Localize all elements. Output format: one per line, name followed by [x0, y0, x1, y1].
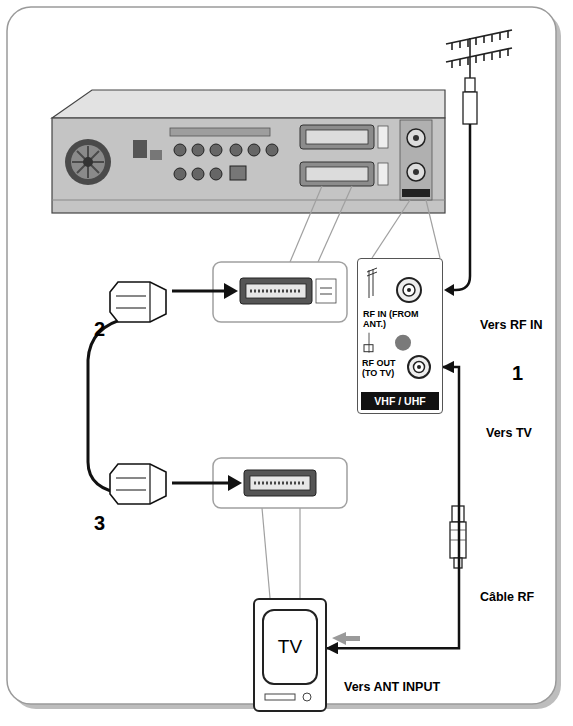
antenna-icon — [367, 268, 377, 298]
tv-control — [265, 694, 295, 700]
tv-control — [303, 693, 311, 701]
scart-socket-zoom — [213, 262, 347, 322]
tv-screen: TV — [262, 609, 318, 685]
port-label: RF OUT (TO TV) — [362, 358, 404, 379]
tv-set: TV — [253, 598, 327, 712]
recorder-back-panel — [52, 90, 445, 213]
tv-icon — [364, 344, 373, 351]
grey-cap — [395, 334, 411, 350]
callout-number: 2 — [94, 318, 105, 341]
connector-art — [357, 258, 443, 518]
separator-line — [368, 332, 369, 352]
connector-panel: RF IN (FROM ANT.) RF OUT (TO TV) VHF / UHF — [357, 258, 443, 414]
rf-connector — [397, 278, 421, 302]
callout-number: 3 — [94, 512, 105, 535]
scart-cable — [88, 282, 242, 504]
scart-socket-zoom — [213, 458, 347, 508]
cable-label: Vers ANT INPUT — [344, 680, 440, 694]
tv-controls — [255, 688, 325, 708]
band-label: VHF / UHF — [361, 392, 439, 410]
antenna-symbol — [446, 30, 512, 78]
rf-connector — [408, 356, 430, 378]
cable-label: Vers RF IN — [480, 318, 543, 332]
zoom-leader-lines — [262, 186, 440, 598]
rf-connector — [417, 365, 421, 369]
direction-arrow — [332, 632, 360, 645]
rf-connector — [413, 361, 424, 372]
cable-label: Vers TV — [486, 426, 532, 440]
port-label: RF IN (FROM ANT.) — [363, 309, 429, 330]
tv-label: TV — [278, 636, 302, 658]
rf-connector — [407, 288, 411, 292]
antenna-cable — [444, 78, 477, 296]
rf-connector — [403, 284, 415, 296]
callout-number: 1 — [512, 362, 523, 385]
cable-label: Câble RF — [478, 590, 536, 604]
